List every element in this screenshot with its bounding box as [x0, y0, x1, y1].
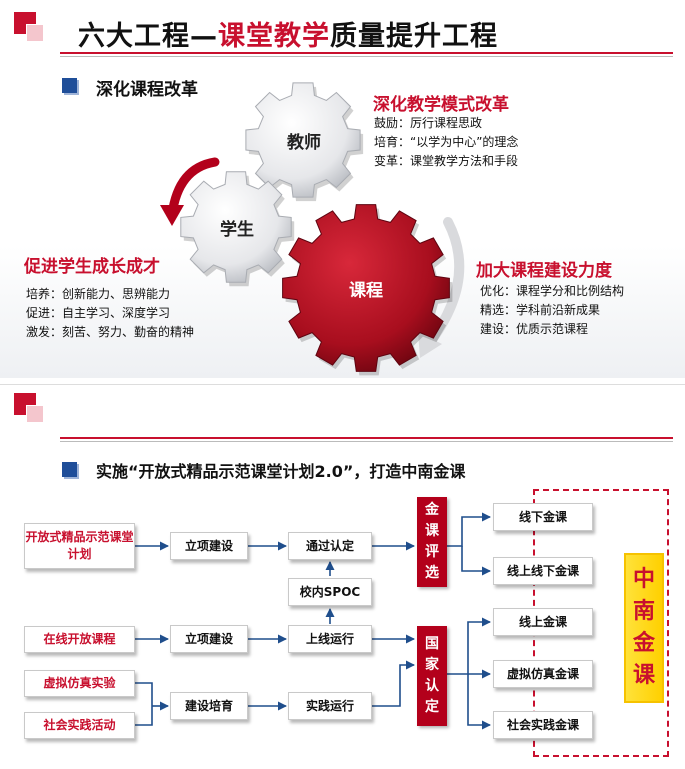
- arrow-national-to-online: [447, 617, 491, 675]
- national-certification: 国家认定: [417, 626, 447, 726]
- arrow-eval-to-offline: [447, 512, 491, 547]
- reform-mode-lines: 鼓励：厉行课程思政 培育：“以学为中心”的理念 变革：课堂教学方法和手段: [374, 116, 519, 168]
- title-divider: [60, 52, 673, 54]
- step-approve-1: 立项建设: [170, 532, 248, 560]
- title-divider-shadow: [60, 56, 673, 57]
- step-cultivate: 建设培育: [170, 692, 248, 720]
- student-growth-lines: 培养：创新能力、思辨能力 促进：自主学习、深度学习 激发：刻苦、努力、勤奋的精神: [26, 287, 195, 339]
- gear-label-teacher: 教师: [287, 133, 321, 153]
- gear-course: [282, 204, 453, 376]
- arrowhead-red: [160, 205, 184, 226]
- student-growth-heading: 促进学生成长成才: [24, 257, 160, 277]
- section-subtitle: 实施“开放式精品示范课堂计划2.0”，打造中南金课: [96, 462, 466, 481]
- flow-connectors: [135, 512, 491, 730]
- outcome-practice: 社会实践金课: [493, 711, 593, 739]
- step-online-run: 上线运行: [288, 625, 372, 653]
- slide-golden-course-plan: 实施“开放式精品示范课堂计划2.0”，打造中南金课: [0, 384, 685, 769]
- gears-diagram: [160, 82, 465, 376]
- gear-label-student: 学生: [220, 220, 254, 240]
- outcome-virtual: 虚拟仿真金课: [493, 660, 593, 688]
- zhongnan-golden-course-label: 中南金课: [624, 553, 664, 703]
- source-social-practice: 社会实践活动: [24, 712, 135, 739]
- title-divider: [60, 437, 673, 439]
- step-spoc: 校内SPOC: [288, 578, 372, 606]
- course-building-heading: 加大课程建设力度: [476, 261, 612, 281]
- page-title: 六大工程—课堂教学质量提升工程: [78, 21, 498, 52]
- reform-mode-heading: 深化教学模式改革: [373, 95, 509, 115]
- source-open-plan: 开放式精品示范课堂计划: [24, 523, 135, 569]
- slide-course-reform: 六大工程—课堂教学质量提升工程 深化课程改革 教师 学生 课: [0, 0, 685, 378]
- source-virtual-sim: 虚拟仿真实验: [24, 670, 135, 697]
- source-online-open: 在线开放课程: [24, 626, 135, 653]
- gear-label-course: 课程: [349, 281, 383, 301]
- outcome-blended: 线上线下金课: [493, 557, 593, 585]
- section-subtitle: 深化课程改革: [96, 80, 198, 100]
- arrow-eval-to-blended: [461, 546, 491, 576]
- title-divider-shadow: [60, 441, 673, 442]
- outcome-online: 线上金课: [493, 608, 593, 636]
- outcome-offline: 线下金课: [493, 503, 593, 531]
- square-bullet-icon: [62, 462, 77, 477]
- course-building-lines: 优化：课程学分和比例结构 精选：学科前沿新成果 建设：优质示范课程: [480, 284, 625, 336]
- gear-student: [180, 171, 295, 287]
- connector-social: [135, 706, 153, 726]
- arrow-national-to-practice: [467, 674, 491, 730]
- step-practice-run: 实践运行: [288, 692, 372, 720]
- arrow-practice-to-national: [372, 660, 415, 707]
- step-approve-2: 立项建设: [170, 625, 248, 653]
- connector-virtual: [135, 682, 153, 706]
- step-certified: 通过认定: [288, 532, 372, 560]
- arrowhead-grey: [418, 332, 442, 358]
- gear-teacher: [245, 82, 364, 202]
- gold-course-evaluation: 金课评选: [417, 497, 447, 587]
- square-bullet-icon: [62, 78, 77, 93]
